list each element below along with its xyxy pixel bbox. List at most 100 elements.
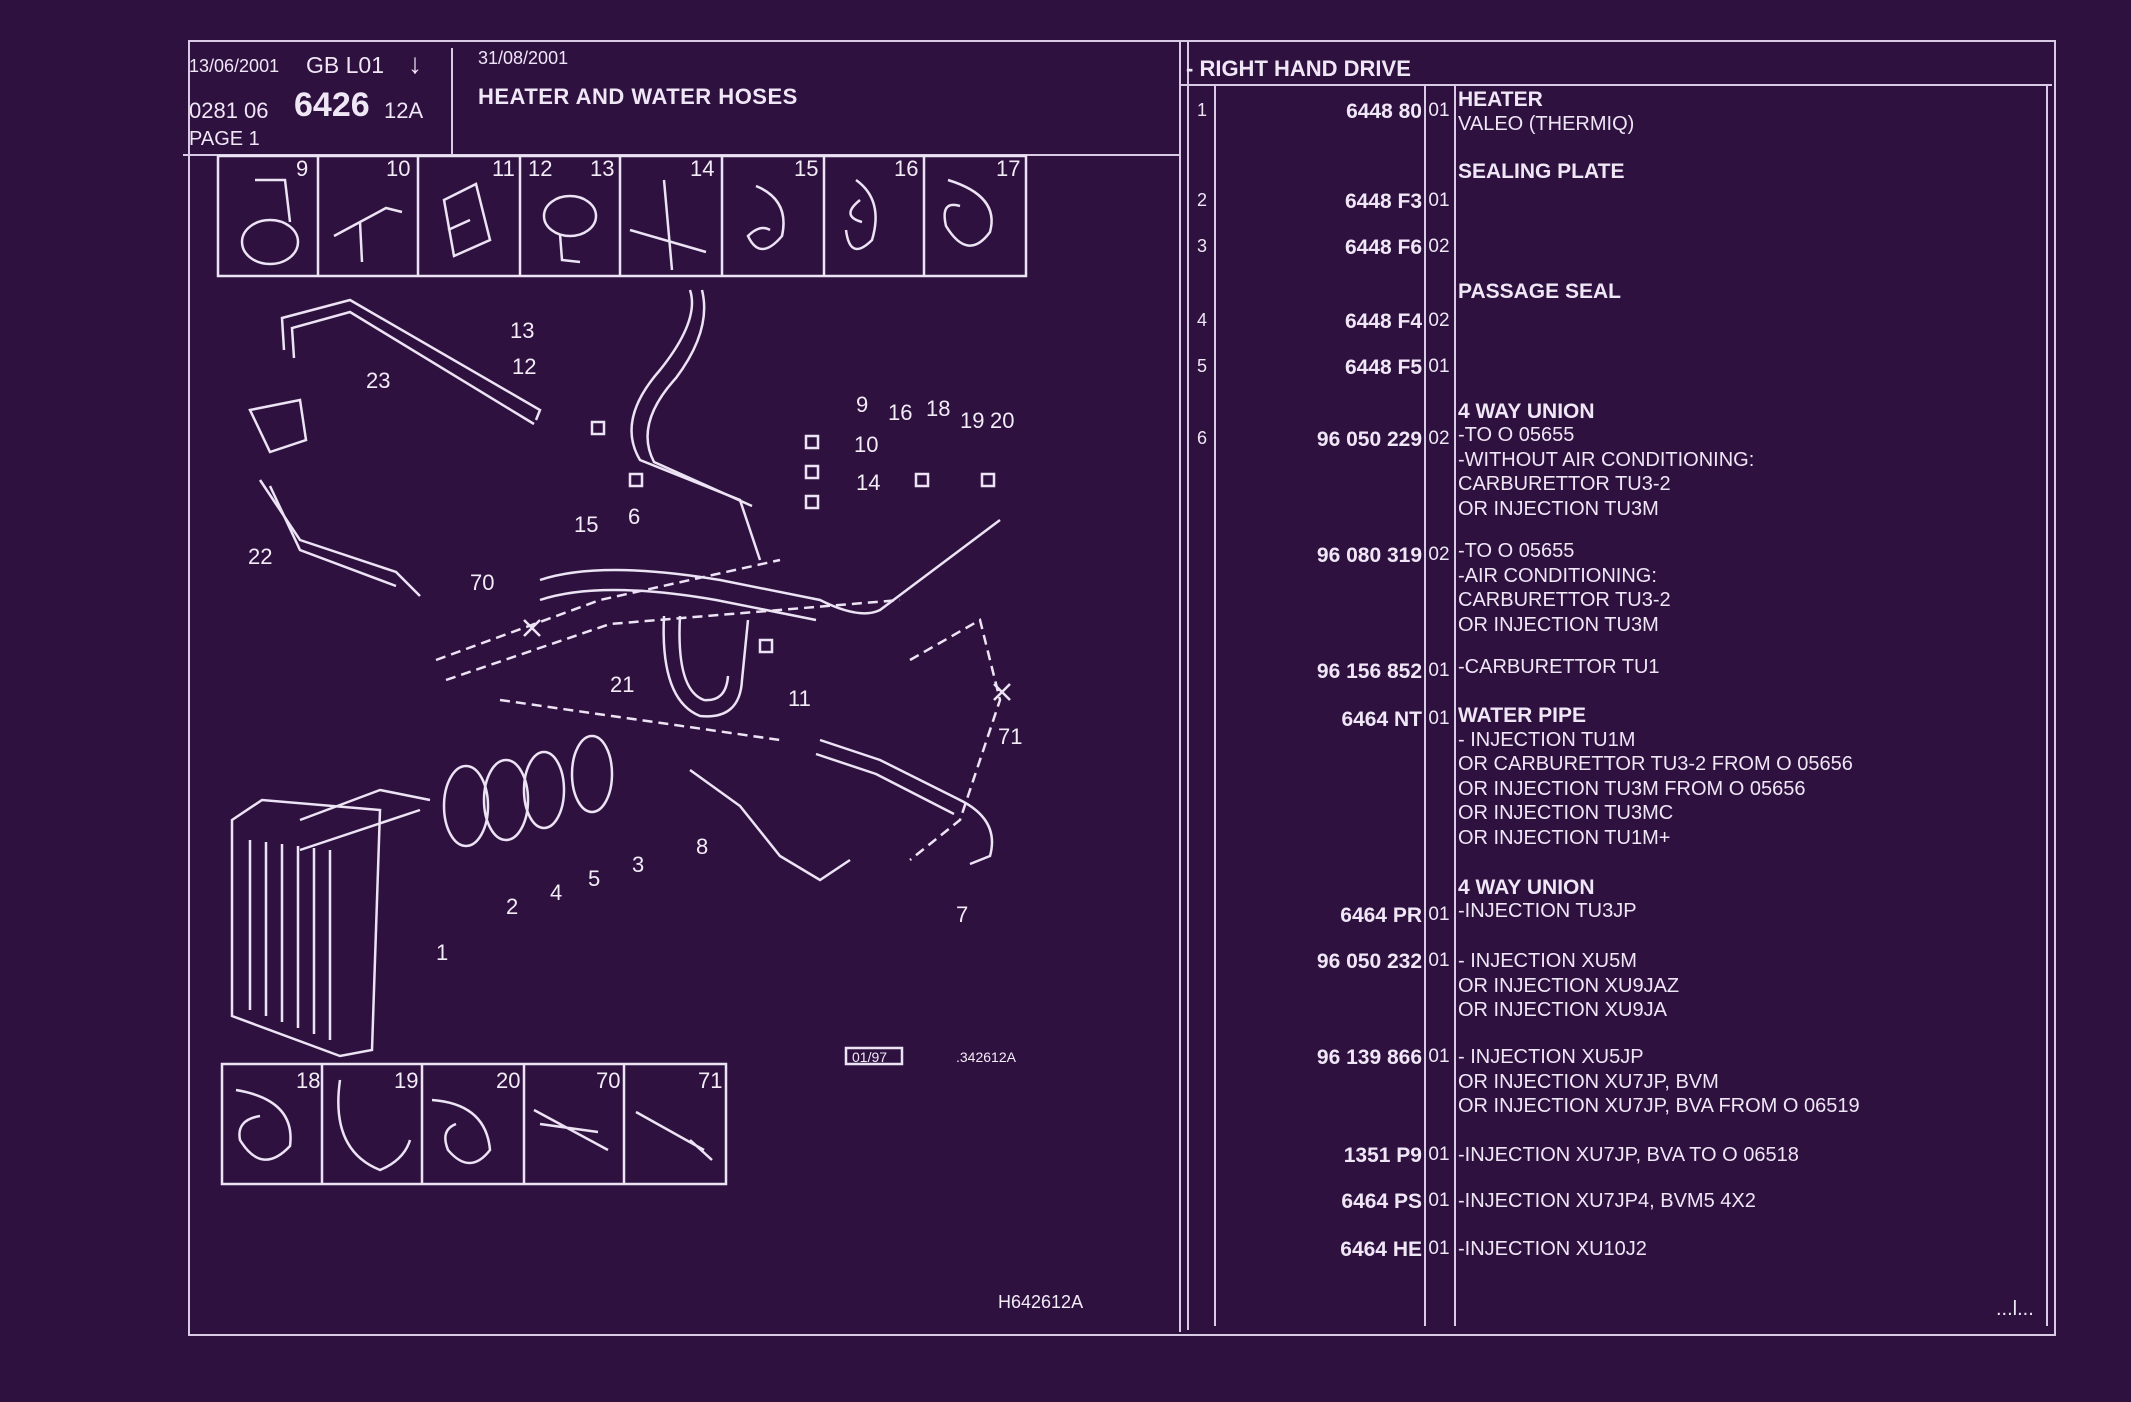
clip-label-12: 12 <box>528 156 552 181</box>
issue-date: 13/06/2001 <box>189 56 280 76</box>
callout-11: 11 <box>788 686 811 711</box>
clip-label-19: 19 <box>394 1068 418 1093</box>
col-line-ref <box>1424 86 1426 1326</box>
part-reference: 6448 F6 <box>1344 236 1422 259</box>
part-description-line: -INJECTION TU3JP <box>1458 900 1637 922</box>
clip-label-70: 70 <box>596 1068 620 1093</box>
clip-label-71: 71 <box>698 1068 722 1093</box>
part-variant: 01 <box>1428 100 1450 121</box>
clip-label-10: 10 <box>386 156 410 181</box>
page-divider-inner <box>1187 40 1189 1330</box>
callout-5: 5 <box>588 866 600 891</box>
part-description-line: OR INJECTION TU1M+ <box>1458 826 1671 849</box>
part-description-line: - INJECTION XU5M <box>1458 950 1637 972</box>
clip-label-15: 15 <box>794 156 818 181</box>
part-description-line: OR INJECTION XU9JAZ <box>1458 974 1680 997</box>
table-header-rule <box>1181 84 2052 86</box>
callout-10: 10 <box>854 432 878 457</box>
part-variant: 02 <box>1428 544 1450 565</box>
clip-label-20: 20 <box>496 1068 520 1093</box>
col-line-var <box>1454 86 1456 1326</box>
part-reference: 6464 PS <box>1341 1190 1422 1213</box>
part-description-line: HEATER <box>1458 88 1543 111</box>
callout-8: 8 <box>696 834 708 859</box>
callout-1: 1 <box>436 940 448 965</box>
part-description-line: - INJECTION TU1M <box>1458 728 1636 751</box>
part-description-line: 4 WAY UNION <box>1458 876 1595 899</box>
part-variant: 01 <box>1428 1046 1450 1067</box>
callout-4: 4 <box>550 880 562 905</box>
language-code: GB L01 <box>306 52 384 78</box>
part-reference: 6464 PR <box>1340 904 1422 927</box>
clip-label-11: 11 <box>492 156 515 181</box>
callout-15: 15 <box>574 512 598 537</box>
part-reference: 96 139 866 <box>1316 1046 1422 1069</box>
plate-suffix: 12A <box>384 98 424 123</box>
page-divider <box>1179 40 1181 1332</box>
callout-18: 18 <box>926 396 950 421</box>
part-variant: 01 <box>1428 1144 1450 1165</box>
part-variant: 02 <box>1428 428 1450 449</box>
part-description-line: -CARBURETTOR TU1 <box>1458 656 1660 678</box>
part-description-line: OR INJECTION TU3M FROM O 05656 <box>1458 777 1806 800</box>
callout-23: 23 <box>366 368 390 393</box>
clip-label-17: 17 <box>996 156 1020 181</box>
part-description-line: -INJECTION XU10J2 <box>1458 1238 1647 1260</box>
part-reference: 6448 F5 <box>1344 356 1422 379</box>
part-description-line: OR INJECTION XU9JA <box>1458 999 1667 1021</box>
part-description-line: WATER PIPE <box>1458 704 1586 727</box>
page-number: PAGE 1 <box>189 128 260 150</box>
top-clip-strip <box>216 154 1028 278</box>
part-index: 3 <box>1196 236 1207 256</box>
drive-heading: - RIGHT HAND DRIVE <box>1186 56 1411 81</box>
part-description-line: VALEO (THERMIQ) <box>1458 112 1635 135</box>
part-description-line: OR INJECTION TU3M <box>1458 613 1659 636</box>
clip-label-9: 9 <box>296 156 308 181</box>
part-description-line: CARBURETTOR TU3-2 <box>1458 589 1671 611</box>
clip-label-13: 13 <box>590 156 614 181</box>
part-description-line: -TO O 05655 <box>1458 540 1575 562</box>
footer-code: H642612A <box>998 1292 1083 1312</box>
part-variant: 01 <box>1428 660 1450 681</box>
clip-label-16: 16 <box>894 156 918 181</box>
part-variant: 01 <box>1428 708 1450 729</box>
callout-71: 71 <box>998 724 1022 749</box>
down-arrow-icon: ↓ <box>408 48 422 79</box>
part-reference: 96 156 852 <box>1316 660 1422 683</box>
page-title: HEATER AND WATER HOSES <box>478 84 798 109</box>
part-description-line: -INJECTION XU7JP, BVA TO O 06518 <box>1458 1144 1799 1166</box>
part-reference: 96 080 319 <box>1316 544 1422 567</box>
callout-9: 9 <box>856 392 868 417</box>
part-description-line: OR INJECTION TU3M <box>1458 497 1659 520</box>
part-reference: 6464 NT <box>1341 708 1422 731</box>
callout-19: 19 <box>960 408 984 433</box>
callout-6: 6 <box>628 504 640 529</box>
catalog-codes: 0281 06 <box>189 98 269 123</box>
callout-14: 14 <box>856 470 880 495</box>
part-reference: 96 050 229 <box>1316 428 1422 451</box>
part-index: 4 <box>1196 310 1207 330</box>
part-index: 2 <box>1196 190 1207 210</box>
callout-2: 2 <box>506 894 518 919</box>
part-reference: 6464 HE <box>1340 1238 1422 1261</box>
ref-code-label: .342612A <box>956 1049 1017 1065</box>
callout-20: 20 <box>990 408 1014 433</box>
part-reference: 6448 80 <box>1346 100 1422 123</box>
bottom-clip-strip <box>220 1062 728 1186</box>
part-description-line: PASSAGE SEAL <box>1458 280 1621 303</box>
part-variant: 01 <box>1428 190 1450 211</box>
part-description-line: -WITHOUT AIR CONDITIONING: <box>1458 448 1755 471</box>
part-description-line: OR INJECTION XU7JP, BVA FROM O 06519 <box>1458 1095 1860 1117</box>
callout-7: 7 <box>956 902 968 927</box>
continued-marker: ...l... <box>1996 1298 2034 1320</box>
ref-box-label: 01/97 <box>852 1049 887 1065</box>
catalog-sheet-frame <box>188 40 2056 1336</box>
part-description-line: OR INJECTION XU7JP, BVM <box>1458 1070 1719 1093</box>
callout-70: 70 <box>470 570 494 595</box>
part-description-line: -TO O 05655 <box>1458 424 1575 446</box>
part-variant: 01 <box>1428 1190 1450 1211</box>
part-reference: 96 050 232 <box>1316 950 1422 973</box>
part-index: 6 <box>1196 428 1207 448</box>
callout-21: 21 <box>610 672 634 697</box>
